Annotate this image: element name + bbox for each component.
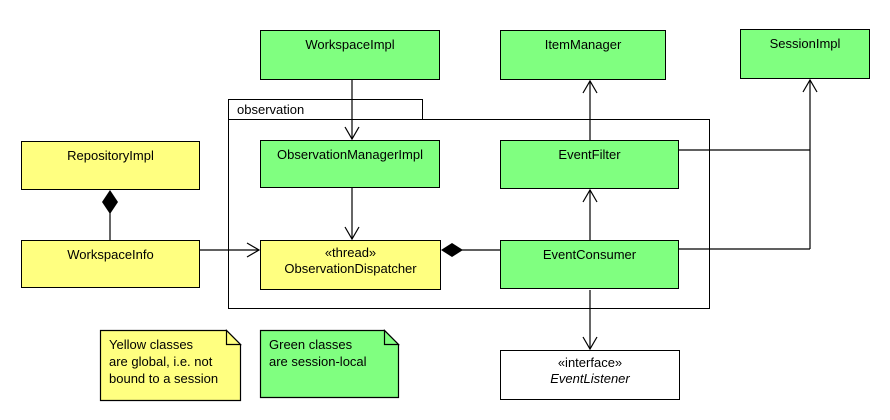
interface-stereotype: «interface» — [557, 355, 623, 370]
class-label: RepositoryImpl — [67, 148, 154, 163]
package-observation-body — [228, 119, 710, 309]
class-observationmanagerimpl: ObservationManagerImpl — [260, 140, 440, 188]
package-label: observation — [237, 102, 305, 117]
class-eventconsumer: EventConsumer — [500, 240, 679, 289]
class-label: ObservationDispatcher — [284, 261, 417, 276]
class-label: WorkspaceInfo — [67, 247, 154, 262]
class-stereotype: «thread» — [324, 245, 377, 260]
note-yellow-text: Yellow classes are global, i.e. not boun… — [109, 337, 219, 386]
note-green-text: Green classes are session-local — [269, 337, 367, 369]
class-eventfilter: EventFilter — [500, 140, 679, 189]
interface-eventlistener: «interface» EventListener — [500, 350, 680, 400]
class-label: EventFilter — [558, 147, 621, 162]
class-label: SessionImpl — [769, 36, 841, 51]
class-itemmanager: ItemManager — [500, 30, 666, 80]
class-label: WorkspaceImpl — [305, 37, 395, 52]
class-label: ItemManager — [544, 37, 622, 52]
composition-repositoryimpl-workspaceinfo — [102, 190, 118, 240]
class-repositoryimpl: RepositoryImpl — [21, 141, 200, 190]
package-observation-tab: observation — [228, 99, 423, 120]
class-workspaceimpl: WorkspaceImpl — [260, 30, 440, 80]
class-observationdispatcher: «thread» ObservationDispatcher — [260, 240, 441, 290]
class-workspaceinfo: WorkspaceInfo — [21, 240, 200, 288]
interface-label: EventListener — [550, 371, 630, 386]
class-sessionimpl: SessionImpl — [740, 29, 870, 79]
class-label: ObservationManagerImpl — [277, 147, 423, 162]
class-label: EventConsumer — [542, 247, 637, 262]
